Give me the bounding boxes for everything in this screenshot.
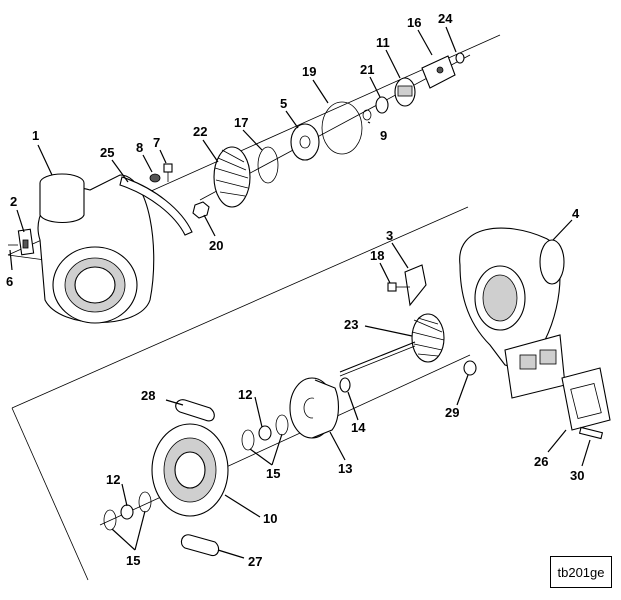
callout-26: 26	[534, 454, 548, 469]
backplate	[151, 423, 229, 517]
drain-fitting	[463, 360, 477, 376]
callout-7: 7	[153, 135, 160, 150]
callout-3: 3	[386, 228, 393, 243]
callout-9: 9	[380, 128, 387, 143]
o-ring-seal	[321, 101, 363, 155]
cap-screw-top	[163, 163, 173, 182]
clamp-segment	[119, 176, 193, 236]
callout-25: 25	[100, 145, 114, 160]
compressor-insert	[290, 123, 320, 161]
callout-11: 11	[376, 35, 390, 50]
callout-labels: 1 2 6 25 8 7 22 20 17 5 19 9 21 11 16 24…	[6, 11, 584, 569]
oil-inlet-gasket	[175, 399, 215, 422]
callout-30: 30	[570, 468, 584, 483]
mounting-stud	[578, 426, 604, 440]
journal-bearing-upper	[241, 414, 289, 451]
callout-18: 18	[370, 248, 384, 263]
oil-outlet-gasket	[180, 534, 220, 557]
callout-20: 20	[209, 238, 223, 253]
callout-22: 22	[193, 124, 207, 139]
callout-24: 24	[438, 11, 453, 26]
callout-21: 21	[360, 62, 374, 77]
turbine-wheel-shaft	[339, 313, 445, 377]
retaining-ring-upper	[257, 146, 279, 184]
oil-deflector	[421, 55, 456, 89]
callout-8: 8	[136, 140, 143, 155]
clamp-bolt	[387, 282, 410, 292]
callout-1: 1	[32, 128, 39, 143]
turbine-housing	[459, 227, 566, 399]
callout-28: 28	[141, 388, 155, 403]
thrust-collar	[375, 96, 389, 114]
callout-27: 27	[248, 554, 262, 569]
callout-14: 14	[351, 420, 366, 435]
leader-lines	[9, 26, 591, 559]
callout-23: 23	[344, 317, 358, 332]
callout-4: 4	[572, 206, 580, 221]
wheel-nut	[192, 201, 210, 219]
seal-ring	[455, 52, 465, 64]
callout-12-upper: 12	[238, 387, 252, 402]
callout-6: 6	[6, 274, 13, 289]
callout-17: 17	[234, 115, 248, 130]
piston-ring	[362, 109, 372, 121]
callout-15-lower: 15	[126, 553, 140, 568]
compressor-wheel	[213, 146, 251, 208]
callout-19: 19	[302, 64, 316, 79]
thrust-bearing	[394, 77, 416, 107]
bearing-housing	[289, 377, 339, 439]
callout-13: 13	[338, 461, 352, 476]
turbine-clamp	[404, 264, 427, 307]
compressor-housing	[37, 173, 155, 324]
journal-bearing-lower	[103, 491, 152, 531]
thrust-ring	[339, 377, 351, 393]
callout-15-upper: 15	[266, 466, 280, 481]
callout-10: 10	[263, 511, 277, 526]
callout-12-lower: 12	[106, 472, 120, 487]
figure-id-label: tb201ge	[550, 556, 612, 588]
callout-2: 2	[10, 194, 17, 209]
lock-washer	[149, 173, 161, 183]
callout-29: 29	[445, 405, 459, 420]
callout-16: 16	[407, 15, 421, 30]
data-plate	[17, 228, 35, 256]
callout-5: 5	[280, 96, 287, 111]
turbine-gasket	[561, 367, 611, 431]
